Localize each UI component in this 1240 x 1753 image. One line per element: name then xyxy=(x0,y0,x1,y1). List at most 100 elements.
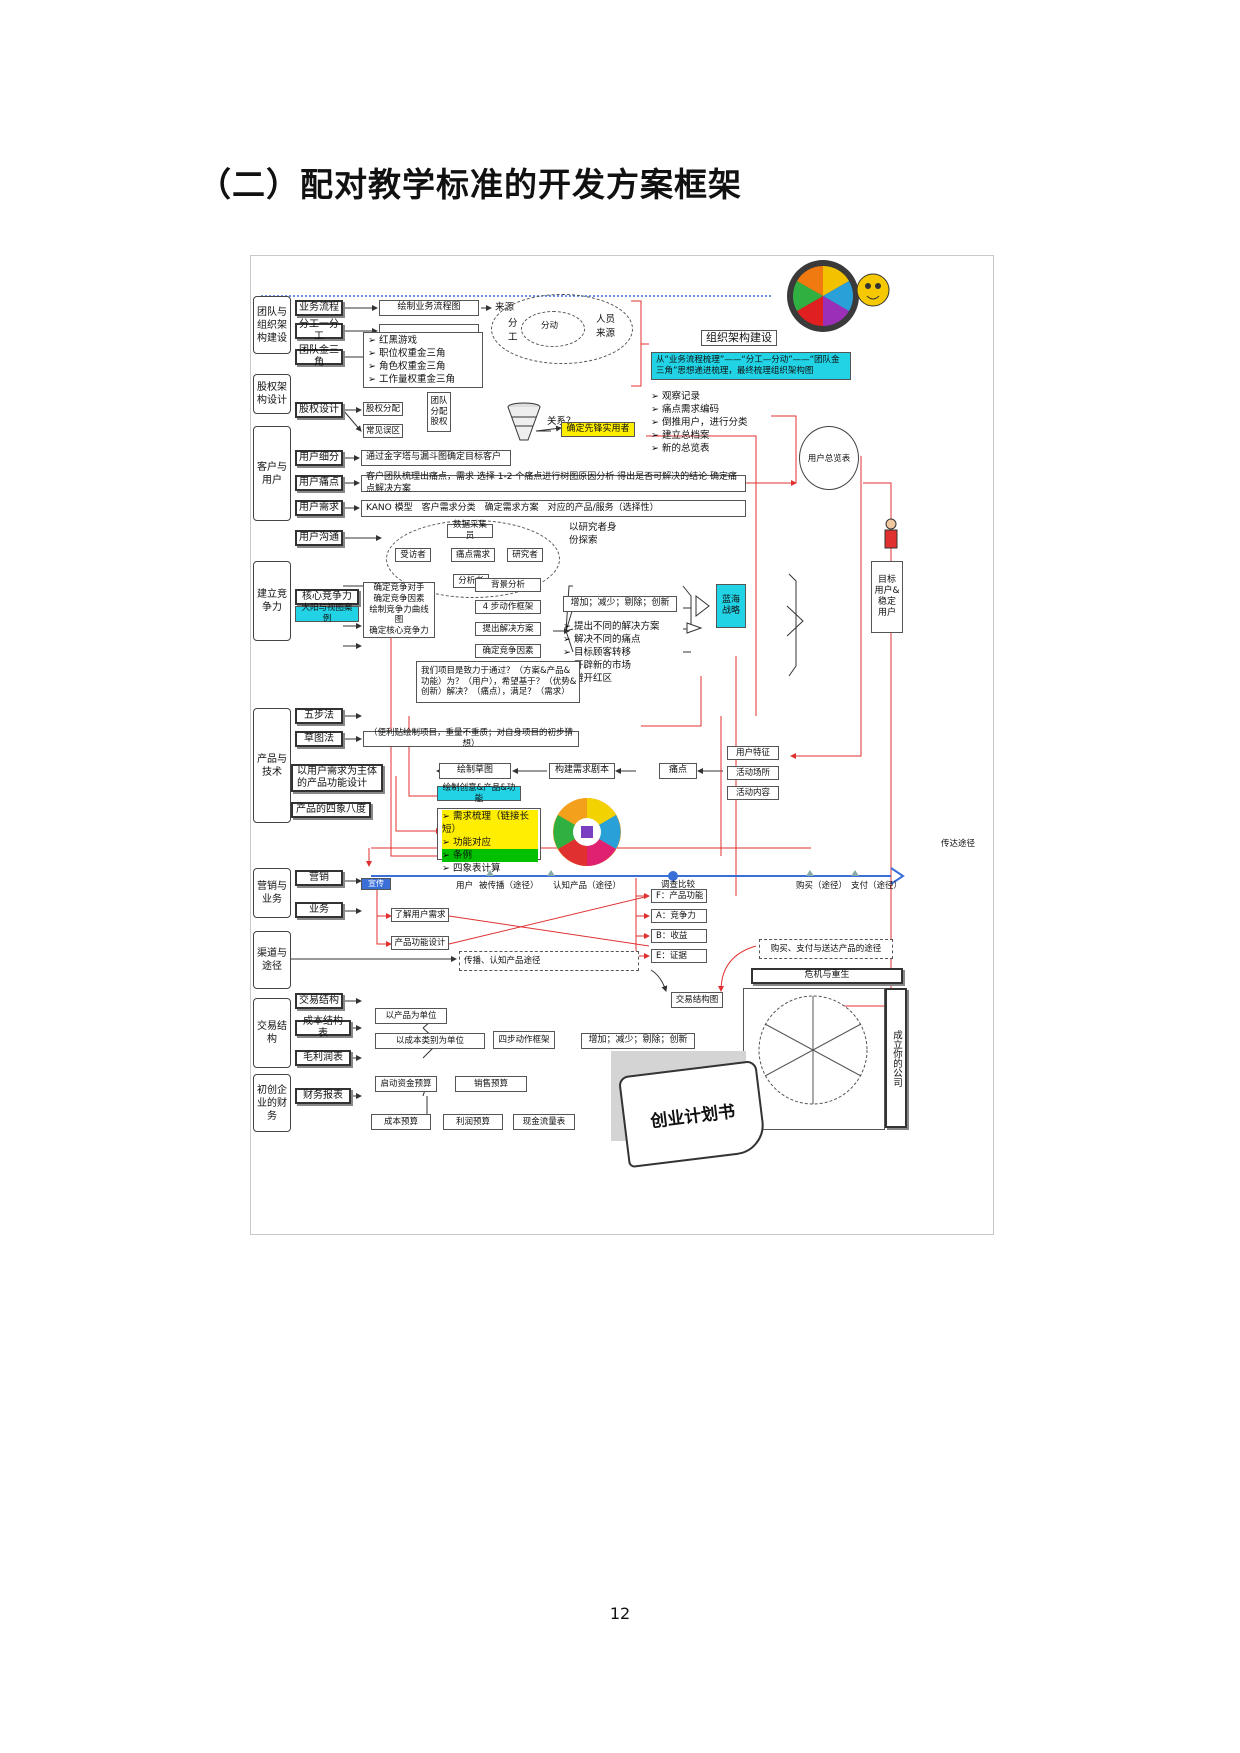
found-company-label: 成立你的公司 xyxy=(890,1029,902,1087)
ellipse-fen: 分 xyxy=(508,318,518,329)
draw-flow-box: 绘制业务流程图 xyxy=(379,300,479,316)
user-pain-box: 用户痛点 xyxy=(295,475,343,491)
spread-box: 传播、认知产品途径 xyxy=(459,951,639,971)
sketch-desc-box: （便利贴绘制项目，重量不重质；对自身项目的初步猜想） xyxy=(363,728,579,749)
pipeline-stage: 支付（途径） xyxy=(851,881,903,891)
division-box: 分工一分工 xyxy=(295,319,343,342)
background-box: 背景分析 xyxy=(475,578,541,592)
section-team: 团队与组织架构建设 xyxy=(253,296,291,354)
record-item: 新的总览表 xyxy=(651,442,748,455)
compare-item: E：证据 xyxy=(651,949,707,963)
common-issues-box: 常见误区 xyxy=(363,424,403,438)
check-item: 条例 xyxy=(442,849,538,863)
as-researcher-label: 以研究者身份探索 xyxy=(569,522,617,546)
segment-desc-box: 通过金字塔与漏斗图确定目标客户 xyxy=(361,450,511,466)
result-item: 开辟新的市场 xyxy=(563,659,660,672)
draw-idea-box: 绘制创意&产品&功能 xyxy=(437,783,521,804)
compare-item: A：竞争力 xyxy=(651,909,707,923)
game-item: 红黑游戏 xyxy=(368,334,455,347)
equity-split-box: 股权分配 xyxy=(363,402,403,416)
game-item: 职位权重金三角 xyxy=(368,347,455,360)
funnel-icon xyxy=(507,402,541,441)
check-list-box: 需求梳理（链接长短） 功能对应 条例 四象表计算 xyxy=(437,808,541,874)
section-customer: 客户与用户 xyxy=(253,426,291,521)
team-triangle-box: 团队金三角 xyxy=(295,345,343,368)
person-icon xyxy=(884,518,898,549)
section-trade: 交易结构 xyxy=(253,998,291,1068)
result-item: 解决不同的痛点 xyxy=(563,633,660,646)
solution-box: 提出解决方案 xyxy=(475,622,541,636)
team-alloc-box: 团队分配股权 xyxy=(427,392,451,432)
competition-steps-box: 确定竞争对手 确定竞争因素 绘制竞争力曲线图 确定核心竞争力 xyxy=(363,582,435,638)
record-item: 观察记录 xyxy=(651,390,748,403)
result-item: 避开红区 xyxy=(563,672,660,685)
game-item: 工作量权重金三角 xyxy=(368,373,455,386)
trade-increase-box: 增加；减少；剔除；创新 xyxy=(581,1033,695,1049)
core-competence-box: 核心竞争力 xyxy=(295,589,359,605)
draw-sketch-box: 绘制草图 xyxy=(439,763,511,779)
business-process-box: 业务流程 xyxy=(295,300,343,316)
equity-design-box: 股权设计 xyxy=(295,402,343,418)
section-product: 产品与技术 xyxy=(253,708,291,823)
org-build-box: 组织架构建设 xyxy=(701,330,777,346)
profit-budget-box: 利润预算 xyxy=(443,1114,503,1130)
four-action-box: 4 步动作框架 xyxy=(475,600,541,614)
page-heading: （二）配对教学标准的开发方案框架 xyxy=(198,165,742,204)
cost-budget-box: 成本预算 xyxy=(371,1114,431,1130)
division-ellipse-inner xyxy=(521,311,585,347)
pipeline-stage: 宣传 xyxy=(361,878,391,890)
division-ellipse-outer xyxy=(491,294,633,364)
end-label: 传达途径 xyxy=(941,839,976,849)
record-list: 观察记录 痛点需求编码 倒推用户，进行分类 建立总档案 新的总览表 xyxy=(651,390,748,456)
section-competition: 建立竞争力 xyxy=(253,561,291,641)
section-equity: 股权架构设计 xyxy=(253,374,291,414)
game-item: 角色权重金三角 xyxy=(368,360,455,373)
data-collector-box: 数据采集员 xyxy=(447,520,493,541)
target-user-box: 目标用户&稳定用户 xyxy=(871,561,903,633)
user-need-box: 用户需求 xyxy=(295,500,343,516)
cashflow-box: 现金流量表 xyxy=(513,1114,575,1130)
pipeline-stage: 调查比较 xyxy=(661,880,696,890)
section-marketing: 营销与业务 xyxy=(253,868,291,918)
user-centric-box: 以用户需求为主体的产品功能设计 xyxy=(291,764,383,792)
pain-point-box: 痛点 xyxy=(659,763,697,779)
compare-item: B：收益 xyxy=(651,929,707,943)
need-desc-box: KANO 模型 客户需求分类 确定需求方案 对应的产品/服务（选择性） xyxy=(361,500,746,517)
check-item: 四象表计算 xyxy=(442,862,538,875)
pipeline-stage: 用户 xyxy=(456,881,474,891)
trade-structure-box: 交易结构 xyxy=(295,993,343,1009)
product-wheel-icon xyxy=(553,798,621,866)
check-item: 需求梳理（链接长短） xyxy=(442,810,538,837)
ellipse-gong: 工 xyxy=(508,332,518,343)
user-feature-box: 用户特征 xyxy=(727,746,779,760)
section-finance: 初创企业的财务 xyxy=(253,1074,291,1132)
result-item: 目标顾客转移 xyxy=(563,646,660,659)
startup-budget-box: 启动资金预算 xyxy=(375,1076,437,1092)
pipeline-stage: 认知产品（途径） xyxy=(553,881,622,891)
framework-diagram: 团队与组织架构建设 股权架构设计 客户与用户 建立竞争力 产品与技术 营销与业务… xyxy=(250,255,994,1235)
scene-box: 活动场所 xyxy=(727,766,779,780)
gross-profit-box: 毛利润表 xyxy=(295,1050,351,1066)
pipeline-stage: 购买（途径） xyxy=(796,881,848,891)
marketing-box: 营销 xyxy=(295,870,343,886)
business-plan: 创业计划书 xyxy=(617,1059,768,1169)
game-list-box: 红黑游戏 职位权重金三角 角色权重金三角 工作量权重金三角 xyxy=(363,332,483,388)
color-wheel-logo xyxy=(787,260,890,332)
record-item: 痛点需求编码 xyxy=(651,403,748,416)
section-channel: 渠道与途径 xyxy=(253,931,291,989)
research-ellipse xyxy=(386,520,560,598)
crisis-box: 危机与重生 xyxy=(751,968,903,984)
trade-four-action-box: 四步动作框架 xyxy=(493,1031,555,1049)
five-step-box: 五步法 xyxy=(295,708,343,724)
relation-label: 关系？ xyxy=(547,416,576,429)
confirm-user-box: 确定先锋实用者 xyxy=(561,422,635,437)
record-item: 建立总档案 xyxy=(651,429,748,442)
record-item: 倒推用户，进行分类 xyxy=(651,416,748,429)
blue-ocean-box: 蓝海战略 xyxy=(716,584,746,628)
sales-budget-box: 销售预算 xyxy=(455,1076,527,1092)
question-box: 我们项目是致力于通过？（方案&产品&功能）为？（用户），希望基于？（优势&创新）… xyxy=(416,661,580,703)
interviewee-box: 受访者 xyxy=(395,548,431,562)
buy-pay-box: 购买、支付与送达产品的途径 xyxy=(759,939,893,959)
case-box: 大阳与视图案例 xyxy=(295,603,359,624)
pain-need-box: 痛点需求 xyxy=(451,548,495,562)
